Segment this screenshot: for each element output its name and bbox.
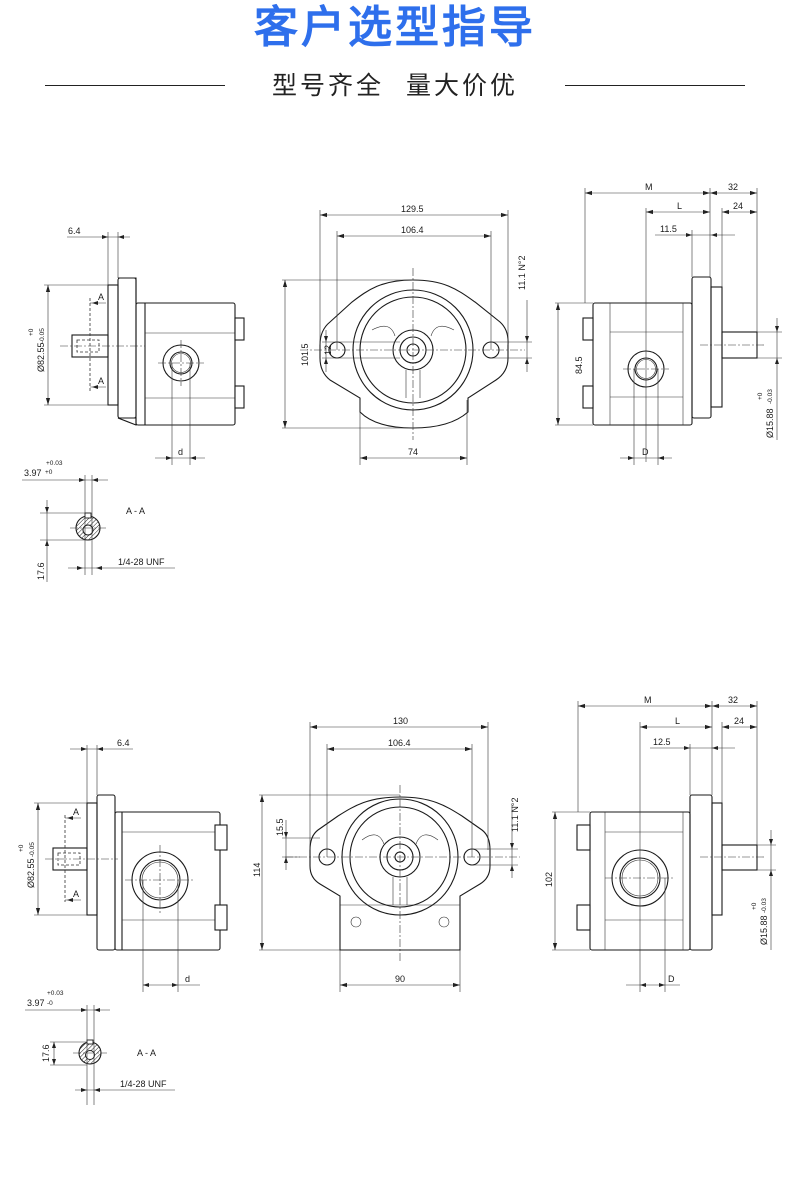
shaft-tol-lower: -0.03	[767, 389, 774, 404]
height-label: 84.5	[574, 356, 584, 374]
pump-front-view: 129.5 106.4 101.5 12 11.1 N°2 74	[282, 204, 532, 465]
key-tol-upper: +0.03	[47, 990, 64, 997]
pilot-tol-upper: +0	[28, 328, 35, 336]
section-title: A - A	[126, 506, 145, 516]
height-label: 102	[544, 872, 554, 887]
shaft-section-a-a: 3.97 +0.03 -0 17.6 1/4-28 UNF A - A	[25, 990, 175, 1105]
key-height-label: 17.6	[41, 1044, 51, 1062]
key-tol-lower: +0	[45, 469, 53, 476]
shaft-tol-upper: +0	[757, 392, 764, 400]
width-label: 129.5	[401, 204, 424, 214]
key-width-label: 3.97	[24, 468, 42, 478]
pilot-tol-lower: -0.05	[29, 842, 36, 857]
l-label: L	[675, 716, 680, 726]
pilot-dia-label: Ø82.55	[26, 858, 36, 888]
thread-label: 1/4-28 UNF	[118, 557, 165, 567]
bolt-head	[234, 317, 245, 341]
divider-left	[45, 85, 225, 86]
height-label: 114	[252, 863, 262, 877]
bolt-head	[576, 904, 591, 931]
flange-thickness-label: 6.4	[68, 226, 81, 236]
key-tol-lower: -0	[47, 1000, 53, 1007]
port-dim-label: D	[668, 974, 675, 984]
section-mark: A	[98, 292, 104, 302]
offset-label: 12	[323, 345, 333, 355]
page-title: 客户选型指导	[254, 2, 536, 53]
shaft-dia-label: Ø15.88	[759, 915, 769, 945]
port-dim-label: D	[642, 447, 649, 457]
section-mark: A	[73, 807, 79, 817]
key-tol-upper: +0.03	[46, 460, 63, 467]
key-length-label: 24	[734, 716, 744, 726]
pilot-tol-upper: +0	[18, 844, 25, 852]
bolt-head	[214, 824, 228, 851]
thread-label: 1/4-28 UNF	[120, 1079, 167, 1089]
shaft-length-label: 32	[728, 182, 738, 192]
shaft-dia-label: Ø15.88	[765, 408, 775, 438]
shaft-section-a-a: 3.97 +0.03 +0 17.6 1/4-28 UNF A - A	[22, 460, 175, 582]
key-width-label: 3.97	[27, 998, 45, 1008]
height-label: 101.5	[300, 343, 310, 366]
shaft	[721, 844, 758, 871]
bolt-head	[576, 824, 591, 851]
bolt-spacing-label: 106.4	[388, 738, 411, 748]
pump-side-view-right: M 32 L 24 11.5 84.5 Ø15.88 +0 -0.03 D	[555, 182, 782, 465]
port-dim-label: d	[178, 447, 183, 457]
hole-label: 11.1 N°2	[517, 256, 527, 290]
section-mark: A	[73, 889, 79, 899]
divider-right	[565, 85, 745, 86]
bolt-head	[214, 904, 228, 931]
key-height-label: 17.6	[36, 562, 46, 580]
shaft-tol-upper: +0	[751, 902, 758, 910]
bolt-head	[582, 385, 594, 409]
subtitle: 型号齐全 量大价优	[272, 71, 518, 100]
flange-thickness-label: 6.4	[117, 738, 130, 748]
bolt-spacing-label: 106.4	[401, 225, 424, 235]
port-dim-label: d	[185, 974, 190, 984]
pump-side-view-left: d 6.4 Ø82.55 +0 -0.05 A A	[18, 738, 228, 992]
shaft-tol-lower: -0.03	[761, 898, 768, 913]
boss-label: 74	[408, 447, 418, 457]
bolt-head	[234, 385, 245, 409]
m-label: M	[644, 695, 652, 705]
pilot-length-label: 11.5	[660, 224, 677, 234]
pump-side-view-left: d 6.4 Ø82.55 +0 -0.05 A A	[28, 226, 245, 465]
width-label: 130	[393, 716, 408, 726]
pilot-tol-lower: -0.05	[39, 328, 46, 343]
pilot-length-label: 12.5	[653, 737, 671, 747]
m-label: M	[645, 182, 653, 192]
hole-label: 11.1 N°2	[510, 798, 520, 832]
pump-front-view: 130 106.4 114 15.5 11.1 N°2 90	[252, 716, 520, 992]
bolt-head	[582, 317, 594, 341]
shaft-length-label: 32	[728, 695, 738, 705]
key-length-label: 24	[733, 201, 743, 211]
section-mark: A	[98, 376, 104, 386]
subtitle-row: 型号齐全 量大价优	[0, 66, 790, 106]
l-label: L	[677, 201, 682, 211]
section-title: A - A	[137, 1048, 156, 1058]
boss-label: 90	[395, 974, 405, 984]
pump-side-view-right: M 32 L 24 12.5 102 Ø15.88 +0 -0.03 D	[544, 695, 776, 992]
pilot-dia-label: Ø82.55	[36, 342, 46, 372]
offset-label: 15.5	[275, 818, 285, 836]
